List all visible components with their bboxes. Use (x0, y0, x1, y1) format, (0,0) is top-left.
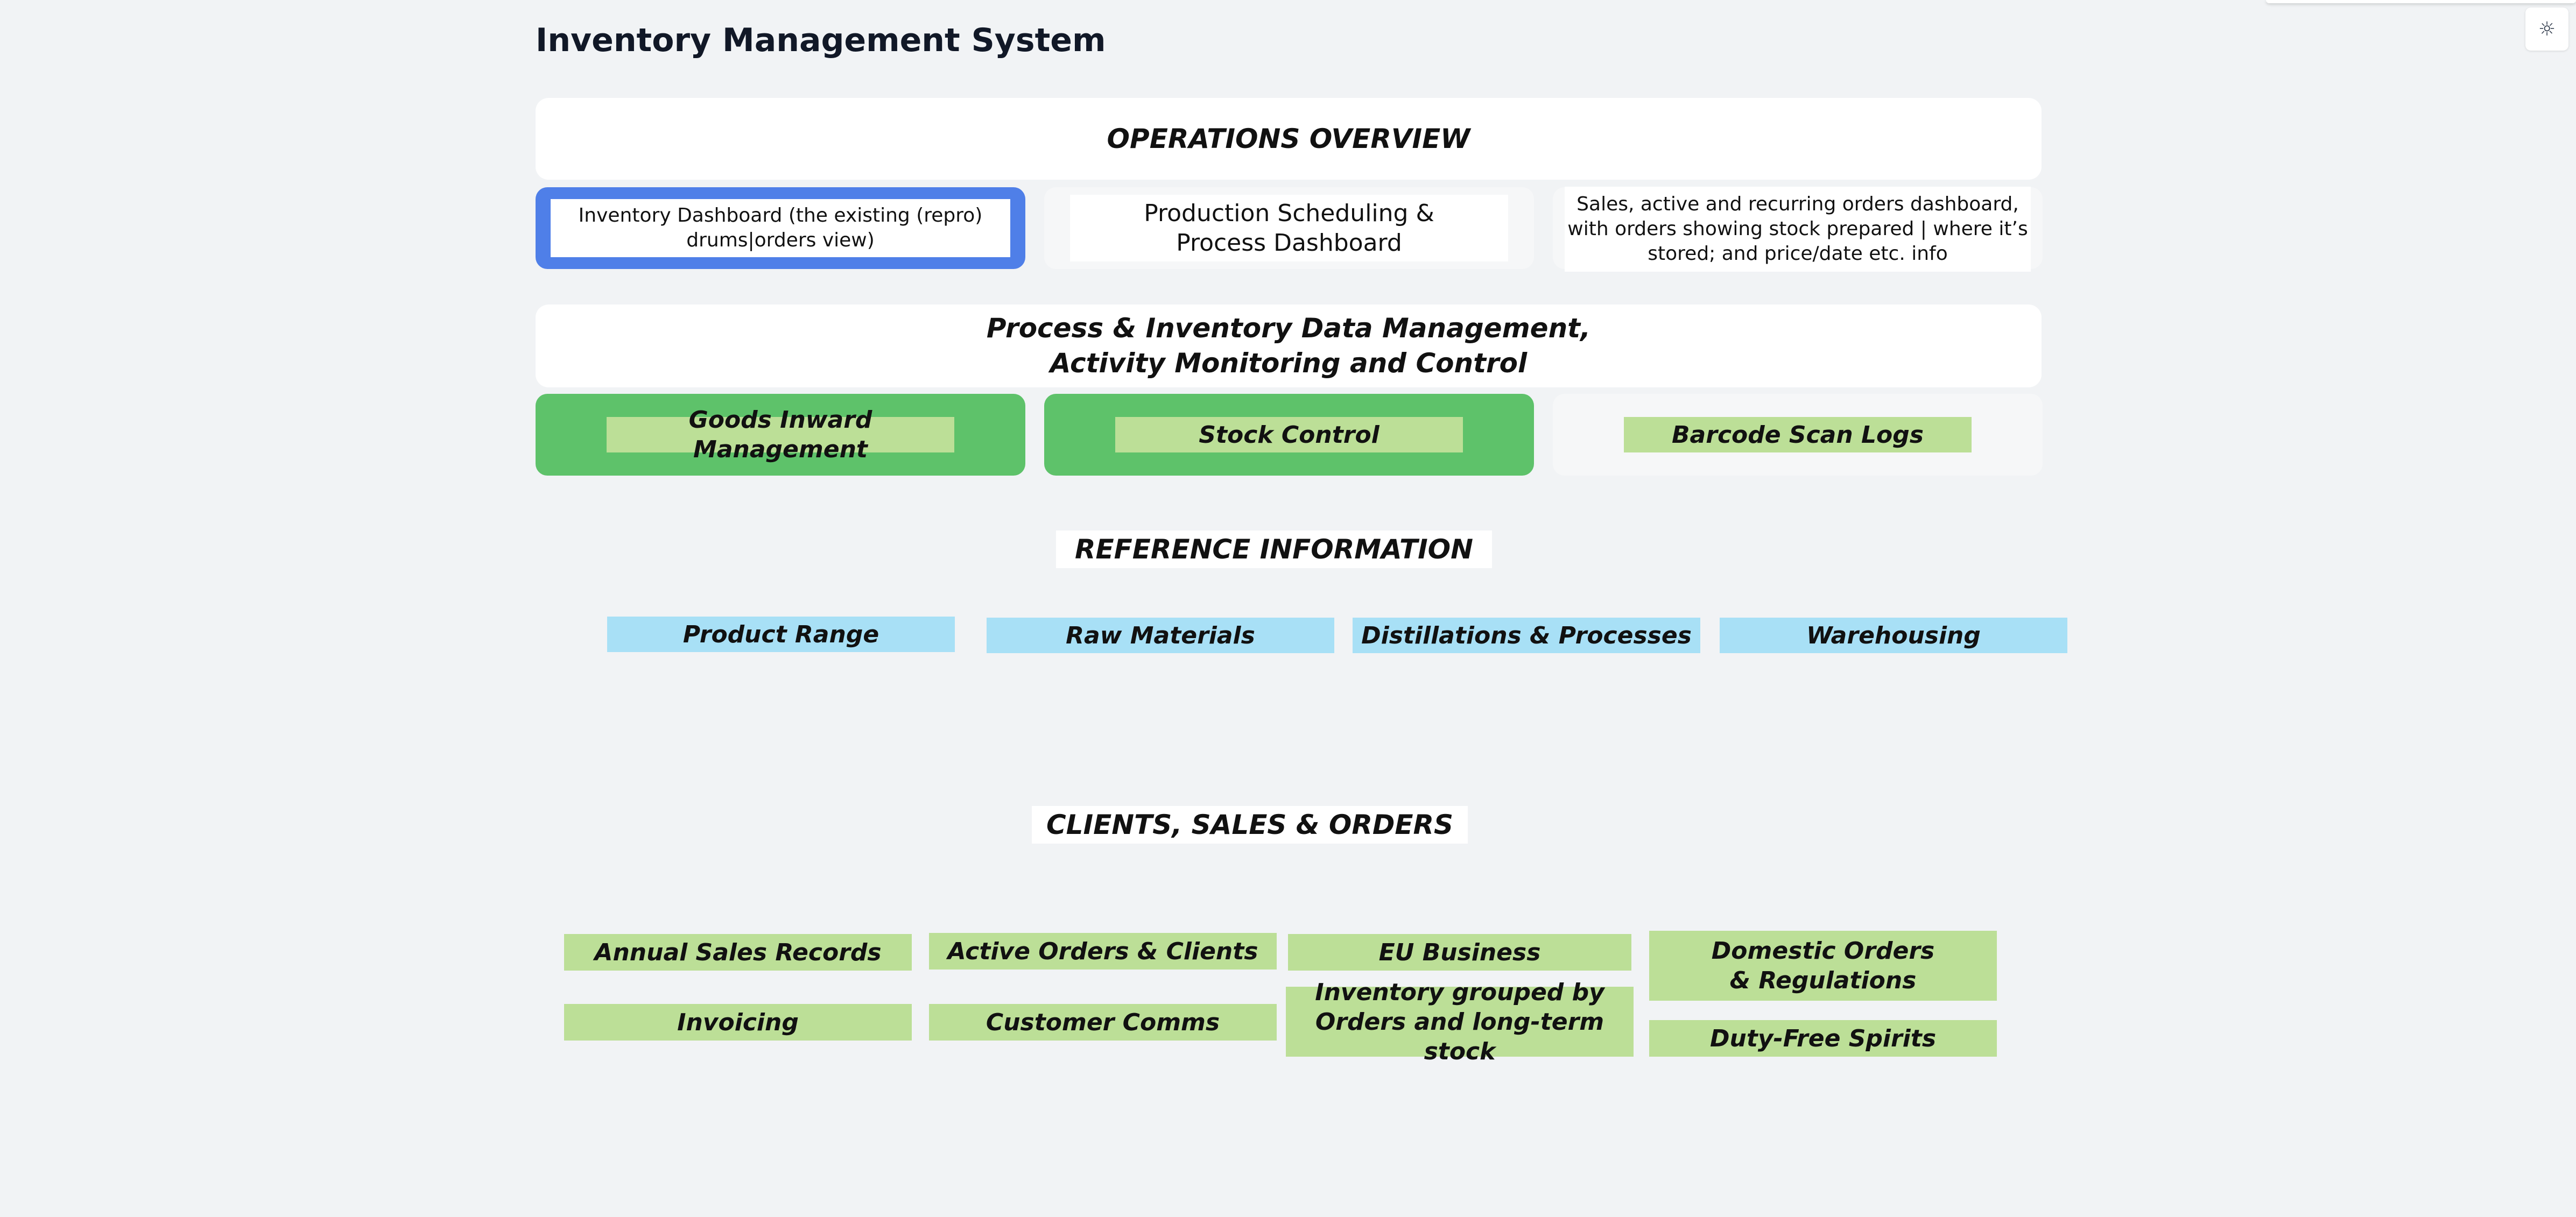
goods-inward-label: Goods Inward Management (688, 406, 872, 463)
sun-icon: ☼ (2538, 18, 2556, 40)
reference-information-title: REFERENCE INFORMATION (1074, 533, 1474, 565)
customer-comms-label: Customer Comms (986, 1008, 1220, 1036)
stock-control-label: Stock Control (1199, 421, 1380, 449)
duty-free-spirits-link[interactable]: Duty-Free Spirits (1649, 1020, 1997, 1057)
product-range-label: Product Range (682, 620, 879, 648)
reference-information-header: REFERENCE INFORMATION (1056, 530, 1492, 568)
stock-control-label-box: Stock Control (1115, 417, 1463, 452)
raw-materials-label: Raw Materials (1066, 621, 1255, 649)
popover-edge (2266, 0, 2576, 3)
theme-toggle-button[interactable]: ☼ (2525, 8, 2568, 51)
inventory-dashboard-inner: Inventory Dashboard (the existing (repro… (551, 199, 1010, 257)
warehousing-label: Warehousing (1806, 621, 1981, 649)
barcode-scan-logs-label: Barcode Scan Logs (1672, 421, 1924, 449)
annual-sales-records-link[interactable]: Annual Sales Records (564, 934, 912, 971)
sales-orders-dashboard-card[interactable]: Sales, active and recurring orders dashb… (1553, 187, 2043, 272)
invoicing-link[interactable]: Invoicing (564, 1004, 912, 1041)
customer-comms-link[interactable]: Customer Comms (929, 1004, 1277, 1041)
distillations-processes-link[interactable]: Distillations & Processes (1353, 618, 1700, 653)
raw-materials-link[interactable]: Raw Materials (987, 618, 1334, 653)
stock-control-card[interactable]: Stock Control (1044, 394, 1534, 476)
page-title: Inventory Management System (536, 22, 1106, 59)
barcode-scan-logs-label-box: Barcode Scan Logs (1624, 417, 1972, 452)
invoicing-label: Invoicing (677, 1008, 799, 1036)
operations-overview-title: OPERATIONS OVERVIEW (1107, 123, 1470, 154)
process-inventory-title: Process & Inventory Data Management, Act… (986, 313, 1591, 379)
goods-inward-label-box: Goods Inward Management (607, 406, 954, 463)
product-range-link[interactable]: Product Range (607, 617, 955, 652)
eu-business-label: EU Business (1378, 938, 1541, 966)
clients-sales-orders-title: CLIENTS, SALES & ORDERS (1046, 809, 1453, 840)
eu-business-link[interactable]: EU Business (1288, 934, 1631, 971)
warehousing-link[interactable]: Warehousing (1720, 618, 2067, 653)
operations-overview-header: OPERATIONS OVERVIEW (536, 98, 2042, 180)
active-orders-clients-label: Active Orders & Clients (947, 937, 1258, 965)
domestic-orders-regulations-label: Domestic Orders & Regulations (1711, 937, 1935, 994)
domestic-orders-regulations-link[interactable]: Domestic Orders & Regulations (1649, 931, 1997, 1001)
annual-sales-records-label: Annual Sales Records (594, 938, 882, 966)
distillations-processes-label: Distillations & Processes (1361, 621, 1692, 649)
sales-orders-dashboard-label: Sales, active and recurring orders dashb… (1567, 193, 2028, 265)
inventory-grouped-orders-link[interactable]: Inventory grouped by Orders and long-ter… (1286, 979, 1634, 1065)
barcode-scan-logs-card[interactable]: Barcode Scan Logs (1553, 394, 2043, 476)
inventory-dashboard-label: Inventory Dashboard (the existing (repro… (578, 204, 983, 251)
process-inventory-header: Process & Inventory Data Management, Act… (536, 305, 2042, 387)
goods-inward-card[interactable]: Goods Inward Management (536, 394, 1025, 476)
duty-free-spirits-label: Duty-Free Spirits (1709, 1024, 1937, 1052)
production-scheduling-inner: Production Scheduling & Process Dashboar… (1070, 195, 1508, 261)
clients-sales-orders-header: CLIENTS, SALES & ORDERS (1032, 806, 1468, 844)
active-orders-clients-link[interactable]: Active Orders & Clients (929, 933, 1277, 970)
sales-orders-dashboard-inner: Sales, active and recurring orders dashb… (1565, 187, 2031, 272)
inventory-grouped-orders-label: Inventory grouped by Orders and long-ter… (1315, 978, 1604, 1065)
inventory-dashboard-card[interactable]: Inventory Dashboard (the existing (repro… (536, 187, 1025, 269)
production-scheduling-label: Production Scheduling & Process Dashboar… (1144, 200, 1434, 257)
production-scheduling-card[interactable]: Production Scheduling & Process Dashboar… (1044, 187, 1534, 269)
